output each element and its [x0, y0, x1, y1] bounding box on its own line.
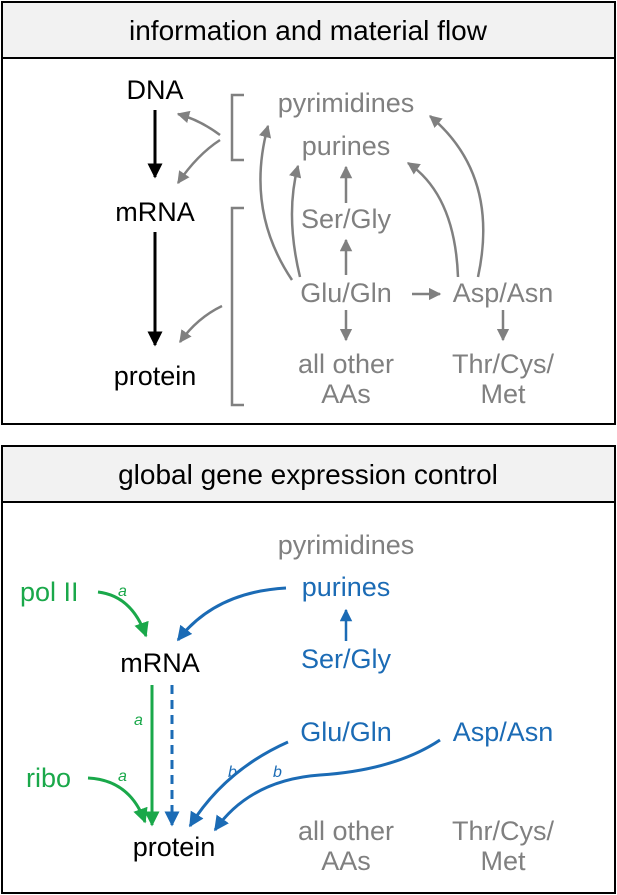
nucleotides-to-mrna-arrow	[176, 138, 221, 185]
asp-to-protein-arrow	[213, 738, 441, 832]
panel-gene-expression-control: global gene expression control mRNA prot…	[1, 445, 616, 894]
all-other-aas-label-line1: all other	[298, 349, 394, 379]
pol2-label-a: a	[118, 583, 127, 600]
ribo-label: ribo	[26, 763, 71, 793]
all-other-aas-label-2-line2: AAs	[321, 846, 371, 876]
panel1-header	[1, 1, 616, 59]
pol2-to-mrna-arrow	[97, 590, 149, 638]
pyrimidines-label: pyrimidines	[278, 88, 415, 118]
glu-to-pyrimidines-arrow	[259, 124, 294, 281]
panel2-title: global gene expression control	[118, 459, 498, 490]
panel2-body	[1, 501, 616, 894]
panel1-body	[1, 57, 616, 425]
protein-label: protein	[114, 361, 197, 391]
all-other-aas-label-2-line1: all other	[298, 816, 394, 846]
thr-cys-met-label-line2: Met	[480, 379, 526, 409]
purines-label: purines	[302, 131, 391, 161]
pol2-label: pol II	[20, 577, 79, 607]
ribo-to-protein-arrow	[87, 776, 148, 824]
ser-gly-label: Ser/Gly	[301, 204, 392, 234]
purines-to-mrna-arrow	[176, 586, 287, 642]
translation-label-a: a	[134, 712, 143, 729]
asp-asn-label-2: Asp/Asn	[453, 717, 554, 747]
glu-label-b: b	[228, 764, 237, 781]
glu-gln-label-2: Glu/Gln	[300, 717, 392, 747]
asp-asn-label: Asp/Asn	[453, 278, 554, 308]
purines-label-2: purines	[302, 572, 391, 602]
panel1-title: information and material flow	[129, 15, 488, 46]
thr-cys-met-label-2-line1: Thr/Cys/	[452, 816, 555, 846]
aminoacids-to-protein-arrow	[178, 304, 223, 344]
pyrimidines-label-2: pyrimidines	[278, 530, 415, 560]
glu-to-purines-arrow	[289, 164, 302, 278]
asp-to-pyrimidines-arrow	[429, 115, 485, 278]
panel-information-flow: information and material flow DNA mRNA p…	[1, 1, 616, 425]
asp-to-purines-arrow	[406, 161, 460, 278]
mrna-label: mRNA	[115, 197, 195, 227]
amino-acid-bracket	[230, 206, 244, 407]
asp-label-b: b	[273, 764, 282, 781]
thr-cys-met-label-line1: Thr/Cys/	[452, 349, 555, 379]
nucleotide-bracket	[230, 93, 244, 162]
mrna-label-2: mRNA	[120, 648, 200, 678]
all-other-aas-label-line2: AAs	[321, 379, 371, 409]
nucleotides-to-dna-arrow	[176, 110, 221, 137]
ribo-label-a: a	[118, 768, 127, 785]
glu-to-protein-arrow	[188, 740, 289, 828]
thr-cys-met-label-2-line2: Met	[480, 846, 526, 876]
glu-gln-label: Glu/Gln	[300, 278, 392, 308]
dna-label: DNA	[126, 75, 183, 105]
ser-gly-label-2: Ser/Gly	[301, 644, 392, 674]
protein-label-2: protein	[133, 832, 216, 862]
